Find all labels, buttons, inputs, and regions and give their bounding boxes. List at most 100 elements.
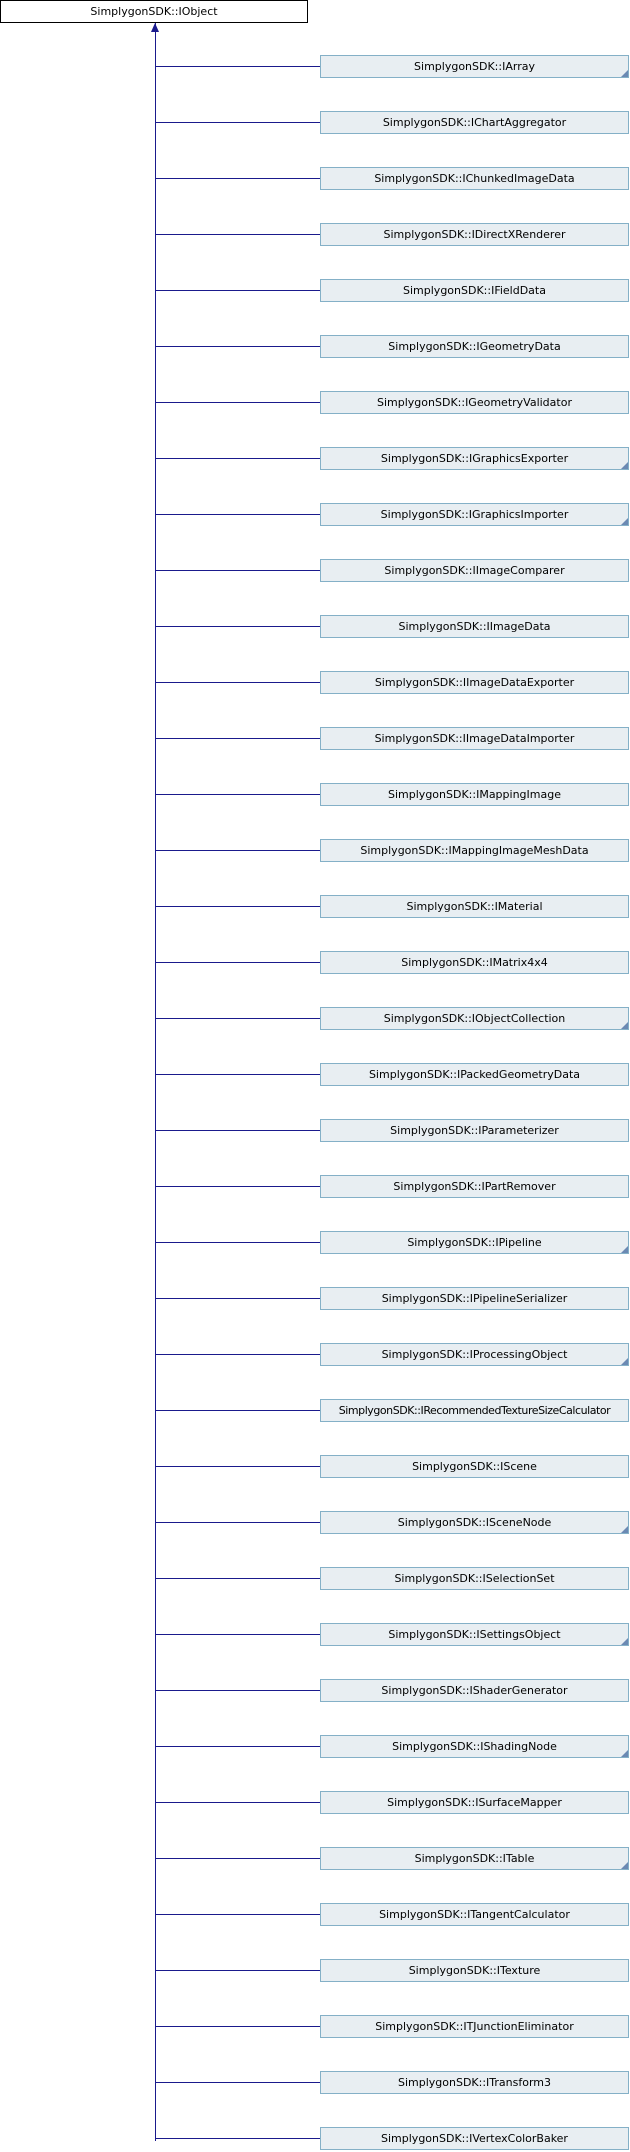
base-class-label: SimplygonSDK::IObject bbox=[90, 5, 218, 18]
inheritance-branch-line bbox=[155, 1242, 320, 1243]
derived-class-label: SimplygonSDK::IDirectXRenderer bbox=[383, 228, 566, 241]
derived-class-node[interactable]: SimplygonSDK::IImageDataExporter bbox=[320, 671, 629, 694]
derived-class-node[interactable]: SimplygonSDK::IGraphicsImporter bbox=[320, 503, 629, 526]
collapsed-subclasses-icon bbox=[621, 1246, 628, 1253]
derived-class-node[interactable]: SimplygonSDK::IPipelineSerializer bbox=[320, 1287, 629, 1310]
inheritance-branch-line bbox=[155, 1466, 320, 1467]
derived-class-node[interactable]: SimplygonSDK::IProcessingObject bbox=[320, 1343, 629, 1366]
inheritance-branch-line bbox=[155, 122, 320, 123]
derived-class-label: SimplygonSDK::IImageComparer bbox=[384, 564, 565, 577]
derived-class-node[interactable]: SimplygonSDK::IChunkedImageData bbox=[320, 167, 629, 190]
collapsed-subclasses-icon bbox=[621, 1022, 628, 1029]
inheritance-arrow-icon bbox=[151, 23, 159, 32]
inheritance-branch-line bbox=[155, 1410, 320, 1411]
inheritance-branch-line bbox=[155, 458, 320, 459]
derived-class-node[interactable]: SimplygonSDK::IPackedGeometryData bbox=[320, 1063, 629, 1086]
derived-class-label: SimplygonSDK::IPipelineSerializer bbox=[381, 1292, 568, 1305]
derived-class-label: SimplygonSDK::IProcessingObject bbox=[381, 1348, 568, 1361]
derived-class-node[interactable]: SimplygonSDK::ITable bbox=[320, 1847, 629, 1870]
collapsed-subclasses-icon bbox=[621, 1358, 628, 1365]
derived-class-label: SimplygonSDK::IGraphicsExporter bbox=[380, 452, 569, 465]
collapsed-subclasses-icon bbox=[621, 518, 628, 525]
derived-class-node[interactable]: SimplygonSDK::IScene bbox=[320, 1455, 629, 1478]
derived-class-node[interactable]: SimplygonSDK::IObjectCollection bbox=[320, 1007, 629, 1030]
derived-class-label: SimplygonSDK::IPipeline bbox=[407, 1236, 542, 1249]
derived-class-node[interactable]: SimplygonSDK::IMappingImageMeshData bbox=[320, 839, 629, 862]
derived-class-node[interactable]: SimplygonSDK::IMappingImage bbox=[320, 783, 629, 806]
derived-class-label: SimplygonSDK::IArray bbox=[414, 60, 535, 73]
derived-class-label: SimplygonSDK::ISelectionSet bbox=[394, 1572, 555, 1585]
derived-class-node[interactable]: SimplygonSDK::ISceneNode bbox=[320, 1511, 629, 1534]
derived-class-node[interactable]: SimplygonSDK::IVertexColorBaker bbox=[320, 2127, 629, 2150]
inheritance-branch-line bbox=[155, 962, 320, 963]
collapsed-subclasses-icon bbox=[621, 462, 628, 469]
derived-class-label: SimplygonSDK::IGraphicsImporter bbox=[380, 508, 569, 521]
derived-class-node[interactable]: SimplygonSDK::IChartAggregator bbox=[320, 111, 629, 134]
inheritance-branch-line bbox=[155, 402, 320, 403]
derived-class-node[interactable]: SimplygonSDK::IFieldData bbox=[320, 279, 629, 302]
derived-class-node[interactable]: SimplygonSDK::IGeometryData bbox=[320, 335, 629, 358]
inheritance-branch-line bbox=[155, 1914, 320, 1915]
inheritance-branch-line bbox=[155, 1354, 320, 1355]
derived-class-node[interactable]: SimplygonSDK::IMaterial bbox=[320, 895, 629, 918]
inheritance-branch-line bbox=[155, 626, 320, 627]
derived-class-node[interactable]: SimplygonSDK::ITangentCalculator bbox=[320, 1903, 629, 1926]
inheritance-branch-line bbox=[155, 178, 320, 179]
derived-class-node[interactable]: SimplygonSDK::ITJunctionEliminator bbox=[320, 2015, 629, 2038]
derived-class-label: SimplygonSDK::IGeometryValidator bbox=[377, 396, 572, 409]
derived-class-node[interactable]: SimplygonSDK::ISettingsObject bbox=[320, 1623, 629, 1646]
derived-class-node[interactable]: SimplygonSDK::ITransform3 bbox=[320, 2071, 629, 2094]
collapsed-subclasses-icon bbox=[621, 1750, 628, 1757]
collapsed-subclasses-icon bbox=[621, 1638, 628, 1645]
inheritance-branch-line bbox=[155, 234, 320, 235]
inheritance-branch-line bbox=[155, 1634, 320, 1635]
derived-class-label: SimplygonSDK::IImageDataExporter bbox=[374, 676, 575, 689]
inheritance-branch-line bbox=[155, 1522, 320, 1523]
inheritance-branch-line bbox=[155, 1074, 320, 1075]
derived-class-label: SimplygonSDK::IShaderGenerator bbox=[381, 1684, 568, 1697]
derived-class-node[interactable]: SimplygonSDK::ISurfaceMapper bbox=[320, 1791, 629, 1814]
derived-class-label: SimplygonSDK::IScene bbox=[412, 1460, 537, 1473]
derived-class-node[interactable]: SimplygonSDK::IShadingNode bbox=[320, 1735, 629, 1758]
inheritance-branch-line bbox=[155, 290, 320, 291]
derived-class-label: SimplygonSDK::ISurfaceMapper bbox=[387, 1796, 562, 1809]
derived-class-node[interactable]: SimplygonSDK::IParameterizer bbox=[320, 1119, 629, 1142]
derived-class-label: SimplygonSDK::IMatrix4x4 bbox=[401, 956, 548, 969]
derived-class-label: SimplygonSDK::ITransform3 bbox=[397, 2076, 552, 2089]
derived-class-label: SimplygonSDK::IVertexColorBaker bbox=[381, 2132, 568, 2145]
derived-class-label: SimplygonSDK::IImageData bbox=[398, 620, 551, 633]
inheritance-branch-line bbox=[155, 1578, 320, 1579]
derived-class-node[interactable]: SimplygonSDK::IMatrix4x4 bbox=[320, 951, 629, 974]
derived-class-label: SimplygonSDK::ISettingsObject bbox=[388, 1628, 561, 1641]
derived-class-label: SimplygonSDK::ITexture bbox=[408, 1964, 541, 1977]
derived-class-node[interactable]: SimplygonSDK::IArray bbox=[320, 55, 629, 78]
derived-class-node[interactable]: SimplygonSDK::IPartRemover bbox=[320, 1175, 629, 1198]
inheritance-branch-line bbox=[155, 850, 320, 851]
derived-class-node[interactable]: SimplygonSDK::IImageDataImporter bbox=[320, 727, 629, 750]
derived-class-node[interactable]: SimplygonSDK::IImageComparer bbox=[320, 559, 629, 582]
derived-class-node[interactable]: SimplygonSDK::ISelectionSet bbox=[320, 1567, 629, 1590]
inheritance-branch-line bbox=[155, 346, 320, 347]
derived-class-label: SimplygonSDK::IPartRemover bbox=[393, 1180, 556, 1193]
derived-class-label: SimplygonSDK::ITangentCalculator bbox=[379, 1908, 570, 1921]
derived-class-node[interactable]: SimplygonSDK::IImageData bbox=[320, 615, 629, 638]
inheritance-branch-line bbox=[155, 514, 320, 515]
inheritance-branch-line bbox=[155, 1746, 320, 1747]
derived-class-node[interactable]: SimplygonSDK::IGeometryValidator bbox=[320, 391, 629, 414]
inheritance-branch-line bbox=[155, 1690, 320, 1691]
derived-class-node[interactable]: SimplygonSDK::IShaderGenerator bbox=[320, 1679, 629, 1702]
derived-class-node[interactable]: SimplygonSDK::IPipeline bbox=[320, 1231, 629, 1254]
derived-class-node[interactable]: SimplygonSDK::ITexture bbox=[320, 1959, 629, 1982]
derived-class-node[interactable]: SimplygonSDK::IDirectXRenderer bbox=[320, 223, 629, 246]
inheritance-branch-line bbox=[155, 2138, 320, 2139]
derived-class-label: SimplygonSDK::ITJunctionEliminator bbox=[375, 2020, 574, 2033]
derived-class-node[interactable]: SimplygonSDK::IRecommendedTextureSizeCal… bbox=[320, 1399, 629, 1422]
inheritance-branch-line bbox=[155, 2026, 320, 2027]
collapsed-subclasses-icon bbox=[621, 1526, 628, 1533]
base-class-node[interactable]: SimplygonSDK::IObject bbox=[0, 0, 308, 23]
inheritance-branch-line bbox=[155, 1130, 320, 1131]
derived-class-label: SimplygonSDK::IFieldData bbox=[403, 284, 546, 297]
inheritance-branch-line bbox=[155, 906, 320, 907]
derived-class-node[interactable]: SimplygonSDK::IGraphicsExporter bbox=[320, 447, 629, 470]
